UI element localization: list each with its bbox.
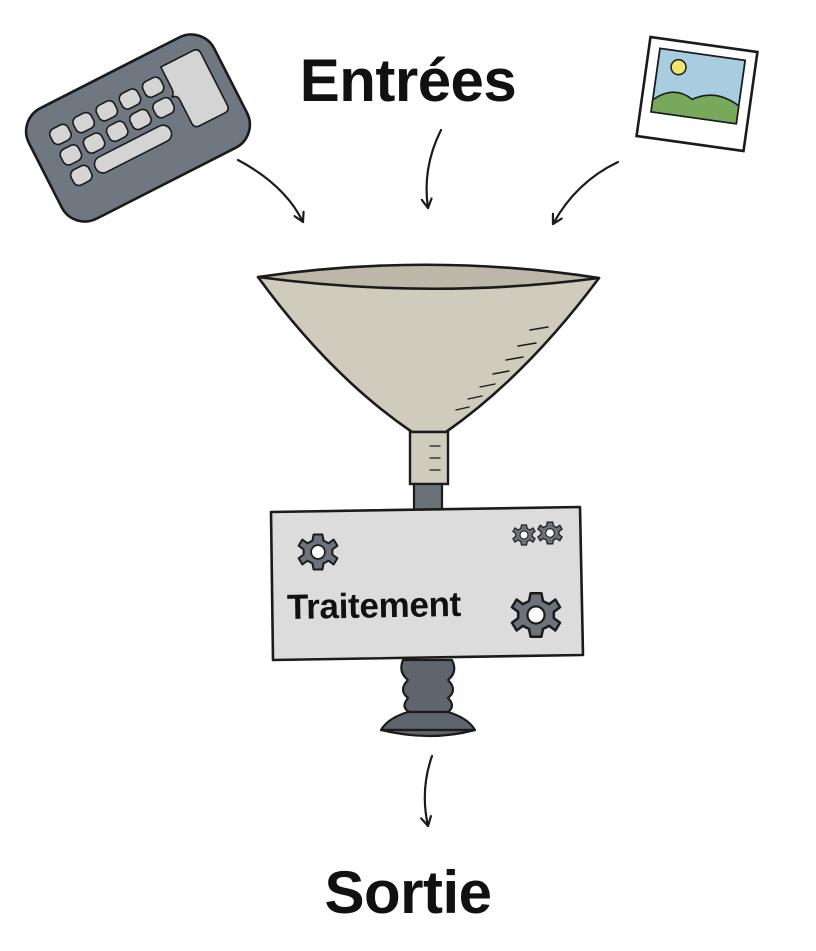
processing-box (269, 505, 585, 662)
keyboard-icon (24, 33, 252, 223)
funnel-icon (256, 263, 601, 514)
processing-label: Traitement (286, 584, 462, 627)
output-nozzle (379, 658, 477, 738)
output-arrow (425, 754, 434, 828)
output-title: Sortie (324, 859, 492, 926)
input-arrows (236, 128, 620, 226)
photo-icon (635, 35, 759, 153)
inputs-title: Entrées (299, 47, 517, 114)
